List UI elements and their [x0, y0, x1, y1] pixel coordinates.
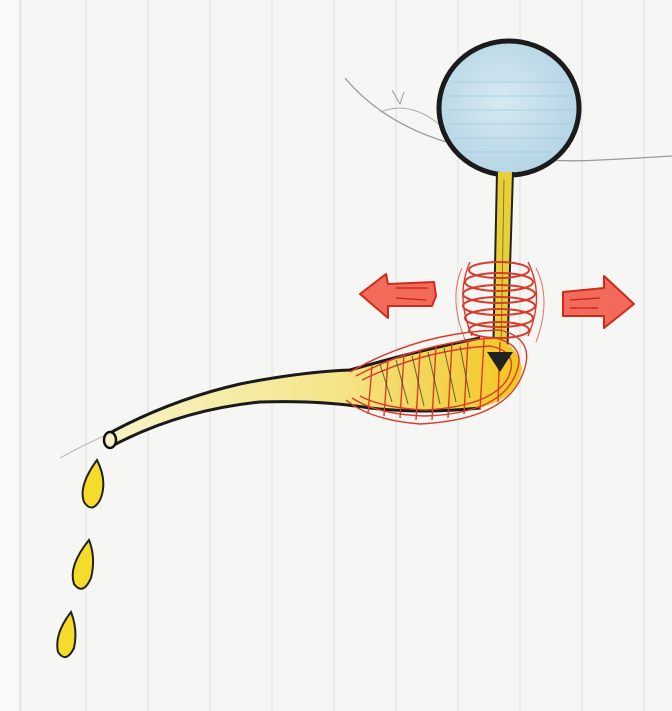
scan-border-left: [0, 0, 20, 711]
bulb-icon: [439, 41, 579, 175]
